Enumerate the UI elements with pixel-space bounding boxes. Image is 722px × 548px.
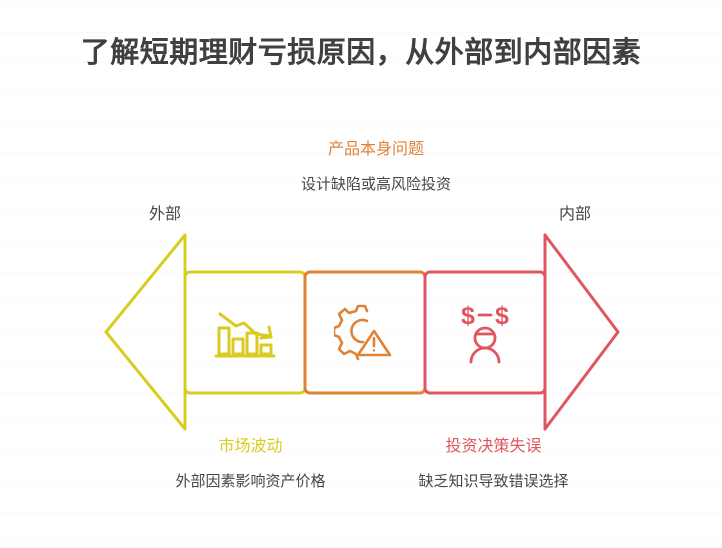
stage-description-market: 外部因素影响资产价格: [175, 473, 326, 490]
left-arrowhead-icon: [104, 233, 187, 431]
declining-bar-chart-icon: [214, 312, 276, 357]
stage-icon-decision-wrap: $ $: [425, 272, 545, 393]
page-title: 了解短期理财亏损原因，从外部到内部因素: [80, 37, 642, 69]
person-money-loss-icon: $ $: [461, 302, 509, 363]
axis-label-external: 外部: [148, 206, 181, 223]
stage-description-product: 设计缺陷或高风险投资: [300, 176, 451, 193]
stage-caption-product: 产品本身问题 设计缺陷或高风险投资: [236, 138, 516, 197]
stage-icon-market-wrap: [185, 272, 305, 393]
stage-title-decision: 投资决策失误: [445, 438, 542, 455]
right-arrowhead-icon: [543, 233, 620, 431]
stage-title-product: 产品本身问题: [327, 141, 424, 158]
stage-caption-market: 市场波动 外部因素影响资产价格: [123, 435, 378, 494]
stage-title-market: 市场波动: [218, 438, 283, 455]
stage-icon-product-wrap: [305, 272, 425, 393]
axis-label-internal: 内部: [558, 206, 591, 223]
stage-caption-decision: 投资决策失误 缺乏知识导致错误选择: [366, 435, 621, 494]
flow-diagram: $ $: [0, 226, 722, 438]
gear-warning-icon: [334, 304, 392, 360]
svg-text:$: $: [461, 302, 475, 330]
svg-text:$: $: [495, 302, 509, 330]
stage-description-decision: 缺乏知识导致错误选择: [418, 473, 569, 490]
